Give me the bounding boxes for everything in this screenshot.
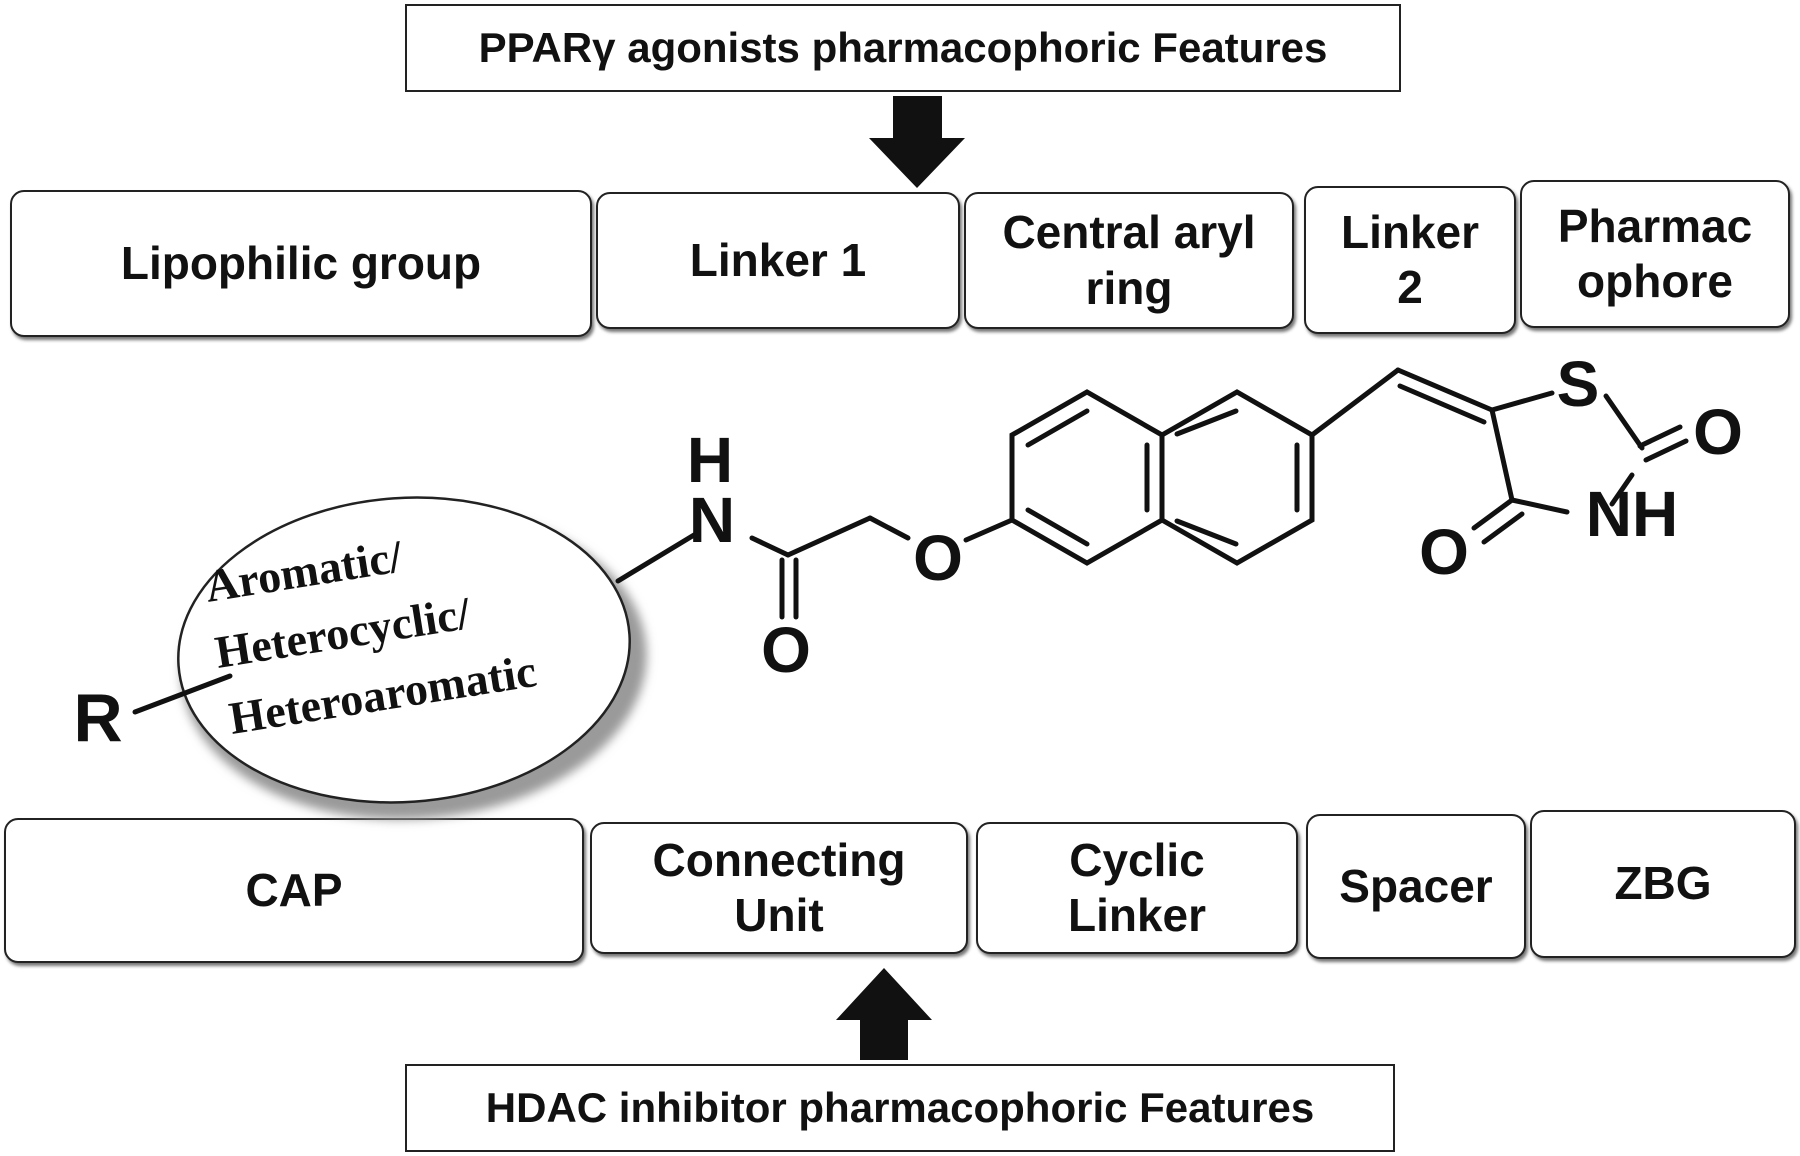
ppar-segment-pharmacophore: Pharmac ophore [1520, 180, 1790, 328]
hdac-title: HDAC inhibitor pharmacophoric Features [485, 1083, 1315, 1131]
ppar-segment-lipophilic: Lipophilic group [10, 190, 592, 337]
hdac-segment-label: CAP [245, 863, 343, 916]
atom-h: H [687, 424, 733, 496]
ppar-segment-central-aryl: Central aryl ring [964, 192, 1294, 329]
molecule-bonds [132, 367, 1689, 715]
atom-o-tzd-top: O [1693, 396, 1743, 468]
hdac-segment-zbg: ZBG [1530, 810, 1796, 958]
atom-r: R [73, 680, 122, 756]
hdac-segment-label: Spacer [1339, 859, 1493, 912]
ppar-title-box: PPARγ agonists pharmacophoric Features [405, 4, 1401, 92]
hdac-segment-cap: CAP [4, 818, 584, 963]
hdac-segment-connecting-unit: Connecting Unit [590, 822, 968, 954]
hdac-segment-label: Cyclic Linker [1067, 833, 1207, 941]
atom-o-tzd-bottom: O [1419, 516, 1469, 588]
hdac-segment-cyclic-linker: Cyclic Linker [976, 822, 1298, 954]
ppar-title: PPARγ agonists pharmacophoric Features [478, 23, 1328, 71]
hdac-segment-label: Connecting Unit [652, 833, 906, 941]
ppar-segment-label: Pharmac ophore [1557, 199, 1753, 307]
ppar-segment-label: Lipophilic group [120, 236, 482, 289]
ppar-segment-linker1: Linker 1 [596, 192, 960, 329]
down-arrow-icon [869, 96, 965, 188]
atom-o-carbonyl: O [761, 614, 811, 686]
up-arrow-icon [836, 968, 932, 1060]
ppar-segment-label: Linker 1 [689, 233, 867, 286]
atom-o-ether: O [913, 522, 963, 594]
atom-n: N [689, 484, 735, 556]
ppar-segment-label: Linker 2 [1340, 205, 1480, 313]
atom-s: S [1557, 348, 1600, 420]
hdac-segment-spacer: Spacer [1306, 814, 1526, 959]
hdac-title-box: HDAC inhibitor pharmacophoric Features [405, 1064, 1395, 1152]
ppar-segment-label: Central aryl ring [1002, 206, 1256, 314]
atom-nh: NH [1586, 478, 1678, 550]
hdac-segment-label: ZBG [1614, 857, 1712, 910]
ppar-segment-linker2: Linker 2 [1304, 186, 1516, 334]
cap-ellipse [177, 496, 631, 804]
atom-labels: R H N O O S O NH O [73, 348, 1742, 756]
